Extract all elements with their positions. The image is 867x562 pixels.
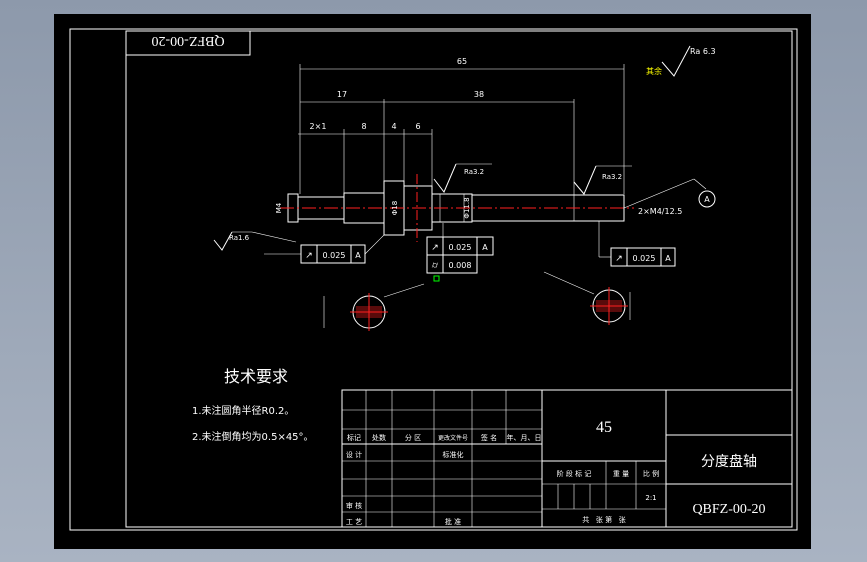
dia-left-label: M4 [275, 202, 283, 213]
tb-process: 工 艺 [346, 518, 362, 526]
mirrored-number-box [125, 30, 251, 56]
dim-4: 4 [391, 122, 396, 131]
roughness-r2: Ra3.2 [602, 173, 622, 181]
runout1-value: 0.025 [323, 251, 346, 260]
drawing-sheet: QBFZ-00-20 M4 Φ18 Φ11.8 65 17 [54, 14, 811, 549]
dim-38: 38 [474, 90, 484, 99]
tb-approve: 批 准 [445, 517, 461, 526]
tech-req-item-2: 2.未注倒角均为0.5×45°。 [192, 430, 314, 443]
tb-standard: 标准化 [443, 450, 464, 459]
dimension-lines: 65 17 38 2×1 8 4 6 2×M4/12.5 [298, 57, 707, 216]
outer-border [69, 28, 798, 531]
roughness-r3: Ra1.6 [229, 234, 250, 242]
tb-check: 审 核 [346, 501, 362, 510]
svg-text:⌭: ⌭ [432, 261, 439, 271]
runout3-value: 0.025 [633, 254, 656, 263]
part-name: 分度盘轴 [701, 453, 757, 470]
datum-circle [698, 190, 716, 208]
dim-overall: 65 [457, 57, 467, 66]
material-value: 45 [596, 419, 612, 436]
rev-h-zone: 分 区 [405, 433, 421, 442]
thread-callout: 2×M4/12.5 [638, 207, 682, 216]
roughness-symbols: 其余 Ra 6.3 Ra3.2 Ra3.2 Ra1.6 [213, 45, 716, 251]
tb-design: 设 计 [346, 450, 362, 459]
tb-sheets: 共 张 第 张 [582, 515, 626, 524]
roughness-r1: Ra3.2 [464, 168, 484, 176]
dim-8: 8 [361, 122, 366, 131]
roughness-general: Ra 6.3 [690, 47, 716, 56]
dim-2x1: 2×1 [310, 122, 327, 131]
rev-h-date: 年、月、日 [507, 433, 542, 442]
dim-6: 6 [415, 122, 420, 131]
tb-weight: 重 量 [613, 470, 629, 478]
dia-right-label: Φ11.8 [463, 197, 471, 218]
svg-text:↗: ↗ [431, 243, 439, 253]
cyl-value: 0.008 [449, 261, 472, 270]
mirrored-drawing-number: QBFZ-00-20 [151, 33, 224, 48]
rev-h-docno: 更改文件号 [438, 434, 468, 442]
tb-scale-label: 比 例 [643, 469, 659, 478]
tech-req-item-1: 1.未注圆角半径R0.2。 [192, 404, 294, 417]
tolerance-frames: ↗ 0.025 A ↗ 0.025 A ⌭ 0.008 ↗ 0.025 A A [264, 190, 716, 282]
runout1-datum: A [355, 251, 361, 260]
section-view-left [323, 283, 425, 331]
rev-h-count: 处数 [372, 433, 386, 442]
tb-stage-mark: 阶 段 标 记 [557, 469, 592, 478]
roughness-general-prefix: 其余 [646, 66, 662, 76]
shaft-view: M4 Φ18 Φ11.8 [275, 174, 634, 242]
rev-h-sign: 签 名 [481, 433, 497, 442]
section-view-right [543, 271, 631, 325]
drawing-number: QBFZ-00-20 [692, 502, 765, 517]
runout3-datum: A [665, 254, 671, 263]
runout2-datum: A [482, 243, 488, 252]
runout2-value: 0.025 [449, 243, 472, 252]
rev-h-mark: 标记 [347, 433, 361, 442]
datum-label: A [704, 195, 710, 204]
dia-mid-label: Φ18 [391, 201, 399, 215]
svg-text:↗: ↗ [305, 251, 313, 261]
tech-req-title: 技术要求 [224, 367, 288, 386]
svg-text:↗: ↗ [615, 254, 623, 264]
tb-scale-value: 2:1 [645, 494, 656, 502]
cad-drawing: QBFZ-00-20 M4 Φ18 Φ11.8 65 17 [69, 28, 798, 531]
title-block: 标记 处数 分 区 更改文件号 签 名 年、月、日 设 计 标准化 审 核 工 … [341, 389, 793, 528]
dim-17: 17 [337, 90, 347, 99]
